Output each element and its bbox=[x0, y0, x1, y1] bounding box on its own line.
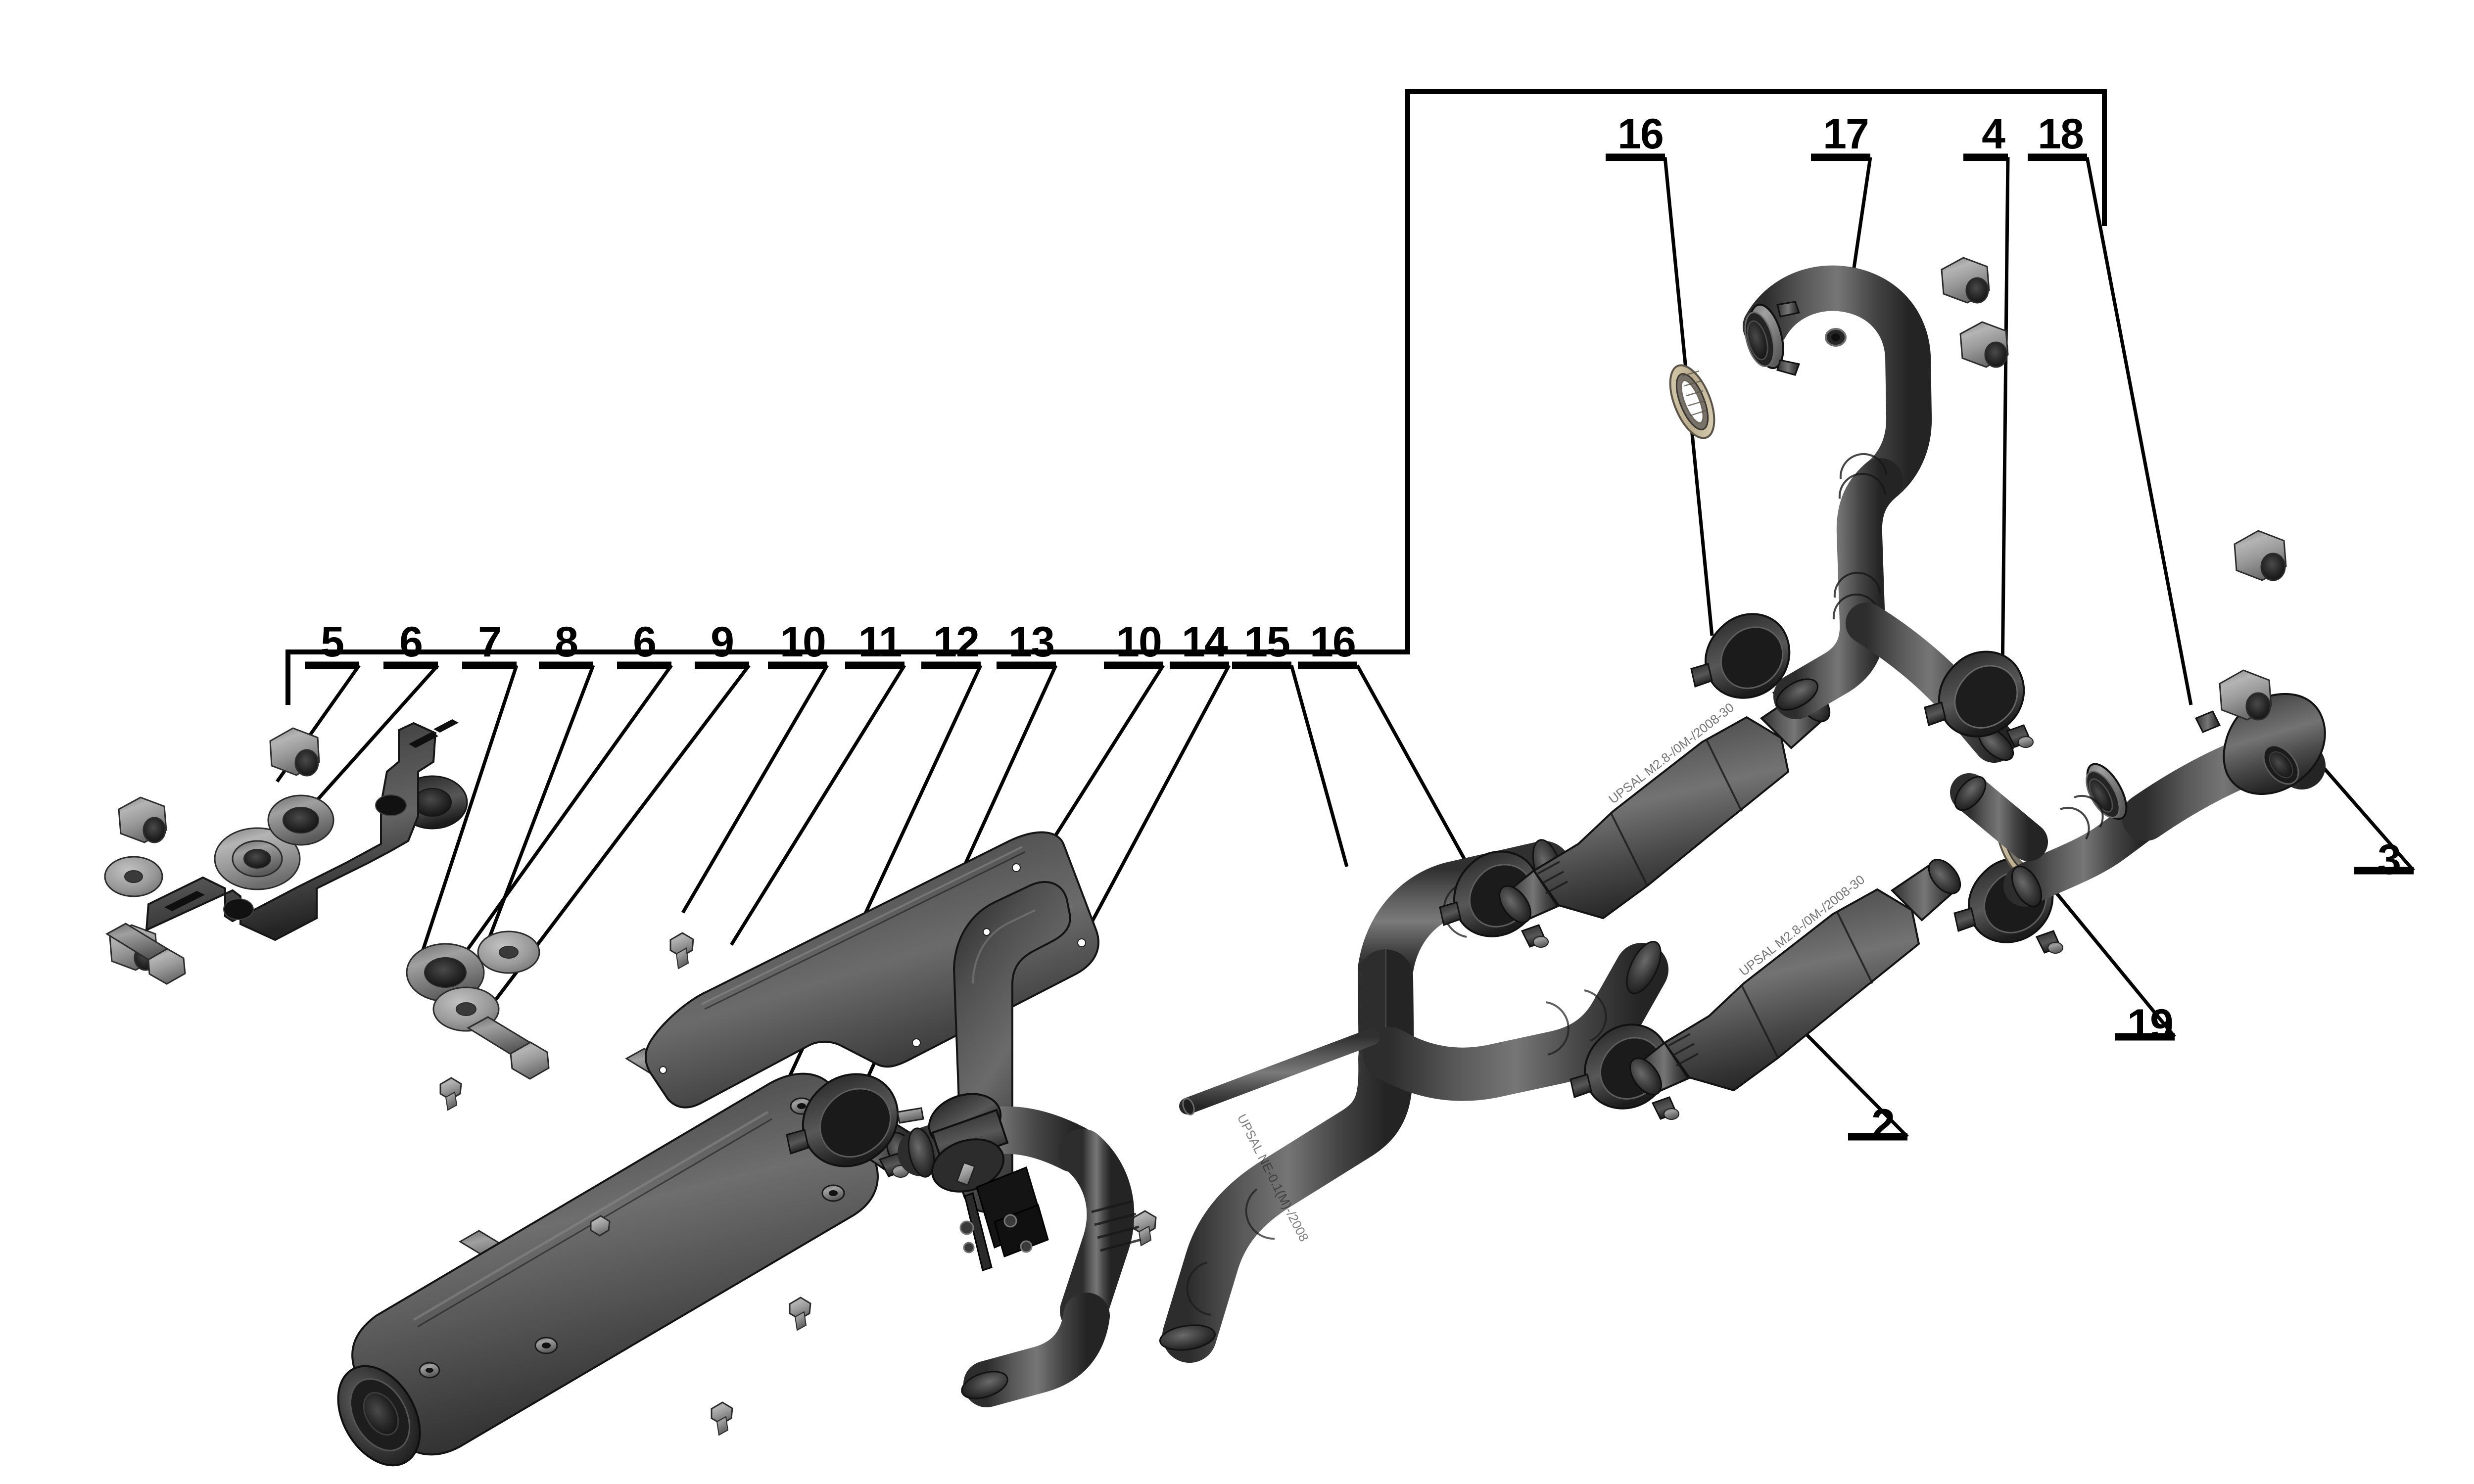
hex-nut-3d bbox=[1959, 321, 2009, 368]
callout-number-12-8: 12 bbox=[933, 618, 980, 666]
callout-leader-line bbox=[730, 664, 906, 946]
callout-bracket bbox=[285, 89, 1410, 705]
hex-nut-3a bbox=[2219, 669, 2272, 721]
callout-number-8-3: 8 bbox=[555, 618, 578, 666]
callout-number-15-12: 15 bbox=[1244, 618, 1290, 666]
small-screw-10a bbox=[669, 932, 694, 970]
callout-leader-line bbox=[1289, 665, 1349, 867]
hex-nut-5c bbox=[269, 727, 320, 777]
part-v-band-clamp-4 bbox=[1924, 650, 2034, 748]
callout-number-6-4: 6 bbox=[633, 618, 657, 666]
part-muffler-heat-shield-11 bbox=[645, 831, 1099, 1109]
callout-leader-line bbox=[446, 664, 673, 978]
callout-leader-line bbox=[2085, 157, 2193, 705]
callout-number-9-5: 9 bbox=[711, 618, 734, 666]
flange-bolt-8a bbox=[467, 1016, 550, 1080]
muffler-stud-d bbox=[419, 1362, 440, 1379]
callout-number-10-6: 10 bbox=[780, 618, 826, 666]
callout-number-18-17: 18 bbox=[2038, 110, 2084, 158]
callout-number-2-20: 2 bbox=[1871, 1101, 1895, 1148]
callout-underline-group bbox=[305, 153, 2414, 1141]
hex-nut-5a bbox=[118, 796, 167, 843]
callout-number-6-1: 6 bbox=[399, 618, 423, 666]
callout-leader-line bbox=[681, 664, 829, 914]
part-rear-exhaust-elbow-18 bbox=[1950, 693, 2326, 907]
part-muffler-clamp-13 bbox=[786, 1073, 909, 1178]
part-exhaust-valve-actuator bbox=[897, 1093, 1142, 1407]
callout-number-17-15: 17 bbox=[1823, 110, 1869, 158]
callout-number-10-10: 10 bbox=[1116, 618, 1162, 666]
callout-number-4-16: 4 bbox=[1982, 110, 2005, 158]
callout-number-13-9: 13 bbox=[1008, 618, 1055, 666]
flat-washer-7c bbox=[104, 856, 163, 897]
isolator-bushing-6a bbox=[214, 827, 301, 890]
callout-number-11-7: 11 bbox=[858, 618, 903, 666]
callout-leader-group bbox=[276, 157, 2415, 1138]
callout-number-7-2: 7 bbox=[478, 618, 502, 666]
callout-number-3-18: 3 bbox=[2378, 836, 2401, 883]
flange-bolt-8b bbox=[105, 923, 186, 985]
part-catalytic-converter-rear-2: UPSAL M2.8-/0M-/2008-30 bbox=[1629, 859, 1961, 1096]
rear-elbow-flange bbox=[2086, 763, 2128, 820]
valve-linkage bbox=[956, 1161, 1049, 1271]
small-screw-10e bbox=[711, 1401, 733, 1436]
callout-bracket-group bbox=[285, 89, 2107, 705]
downpipe-flange bbox=[1744, 301, 1801, 376]
callout-leader-line bbox=[1355, 664, 1470, 866]
part-hex-nuts-3 bbox=[1941, 257, 2287, 721]
callout-leader-line bbox=[1078, 664, 1231, 946]
hex-nut-3b bbox=[2234, 530, 2287, 581]
callout-number-16-13: 16 bbox=[1310, 618, 1356, 666]
part-mounting-bracket-9 bbox=[145, 719, 459, 941]
small-screw-10g bbox=[590, 1215, 611, 1237]
small-screw-10d bbox=[789, 1297, 811, 1331]
isolator-bushing-6b bbox=[267, 794, 334, 846]
part-front-downpipe-17 bbox=[1743, 265, 2015, 763]
callout-number-5-0: 5 bbox=[321, 618, 344, 666]
flat-washer-7b bbox=[477, 930, 540, 974]
muffler-stud-c bbox=[534, 1337, 558, 1354]
hex-nut-3c bbox=[1941, 257, 1990, 304]
callout-leader-line bbox=[470, 664, 595, 985]
callout-leader-line bbox=[309, 664, 439, 809]
small-screw-10f bbox=[439, 1077, 462, 1111]
part-gasket-ring-19a bbox=[1669, 364, 1715, 439]
muffler-stud-b bbox=[821, 1184, 845, 1202]
valve-bellows bbox=[1091, 1200, 1142, 1252]
callout-number-19-19: 19 bbox=[2127, 1001, 2174, 1048]
callout-leader-line bbox=[421, 664, 519, 951]
callout-number-14-11: 14 bbox=[1182, 618, 1228, 666]
callout-bracket bbox=[1405, 89, 2107, 654]
part-catalytic-converter-front: UPSAL M2.8-/0M-/2008-30 bbox=[1499, 687, 1831, 924]
callout-number-16-14: 16 bbox=[1618, 110, 1664, 158]
callout-leader-line bbox=[2000, 157, 2010, 676]
